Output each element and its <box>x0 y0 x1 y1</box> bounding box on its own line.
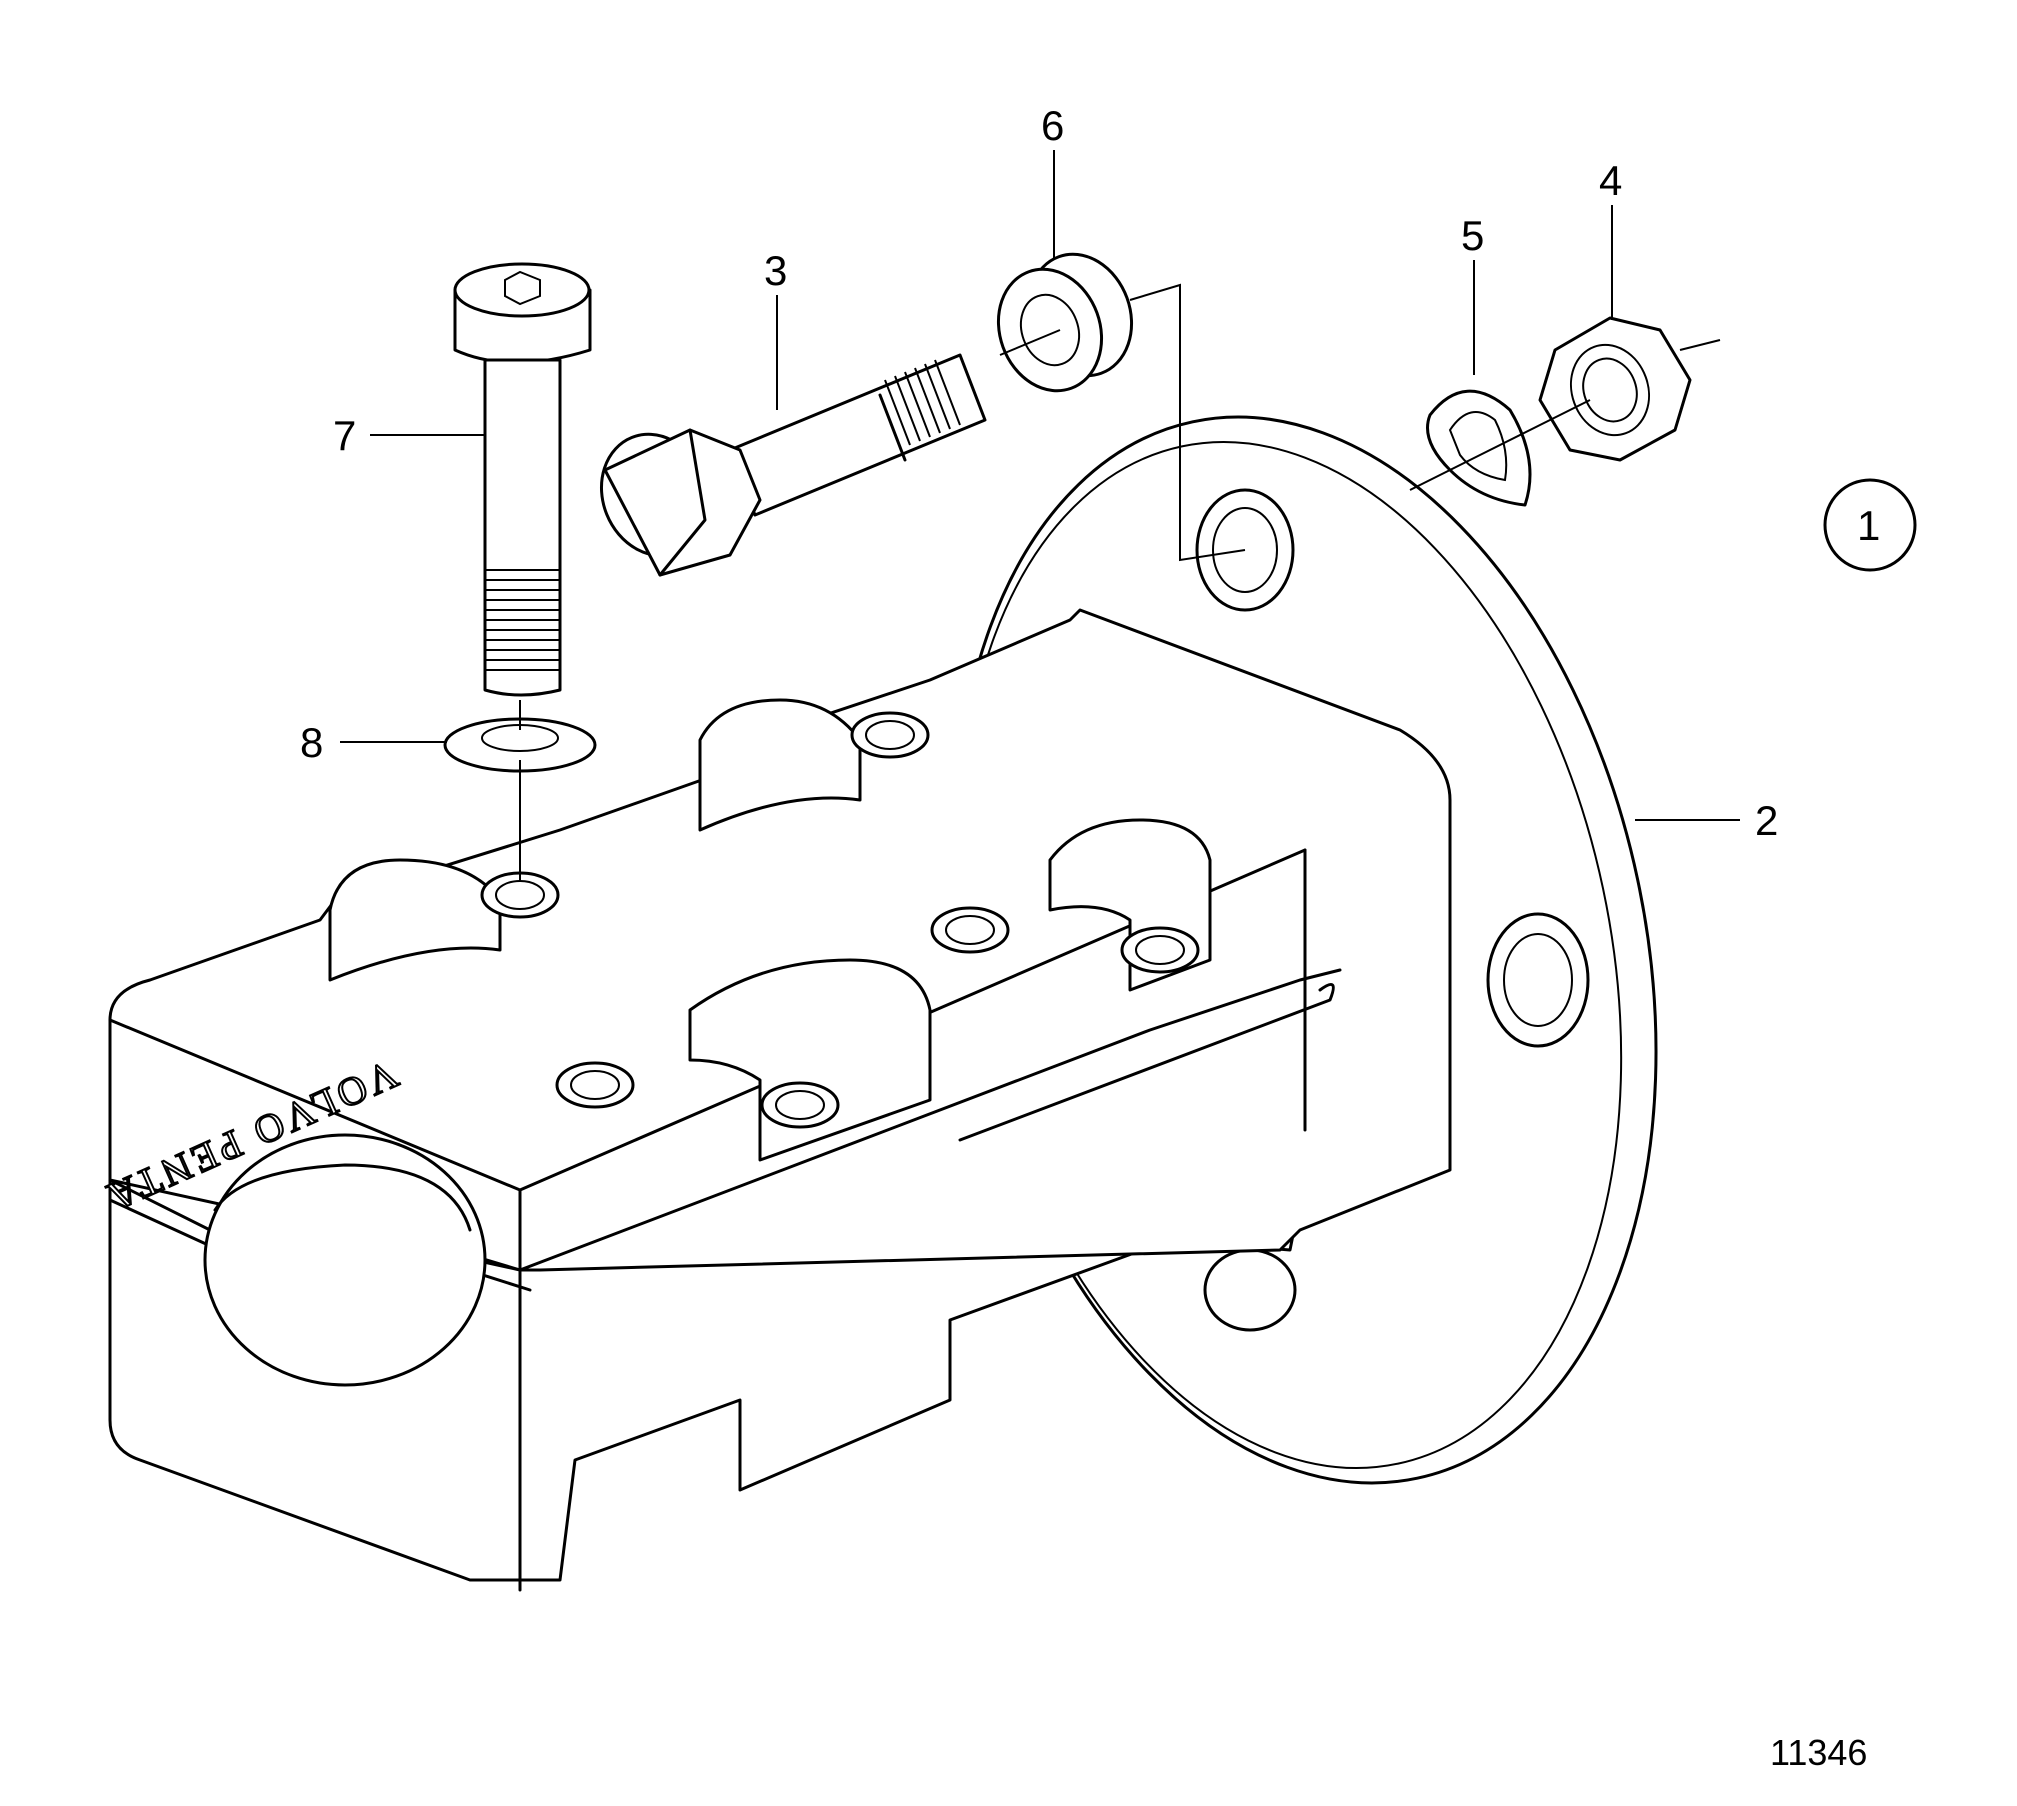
callout-2: 2 <box>1755 797 1778 844</box>
reference-number: 11346 <box>1770 1732 1867 1773</box>
callouts: 1 2 3 4 5 6 7 8 <box>300 102 1917 844</box>
callout-8: 8 <box>300 719 323 766</box>
callout-3: 3 <box>764 247 787 294</box>
clamp-block: VOLVO PENTA <box>97 608 1452 1592</box>
spacer-washer <box>996 252 1134 393</box>
callout-4: 4 <box>1599 157 1622 204</box>
tab-washer <box>1426 389 1532 507</box>
callout-circle-1 <box>1823 478 1917 572</box>
callout-6: 6 <box>1041 102 1064 149</box>
cap-screw <box>453 262 592 697</box>
assembly-lines <box>519 283 1721 880</box>
hex-bolt <box>599 353 987 577</box>
callout-7: 7 <box>333 412 356 459</box>
callout-1: 1 <box>1857 502 1880 549</box>
callout-5: 5 <box>1461 212 1484 259</box>
hex-nut <box>1538 316 1692 462</box>
